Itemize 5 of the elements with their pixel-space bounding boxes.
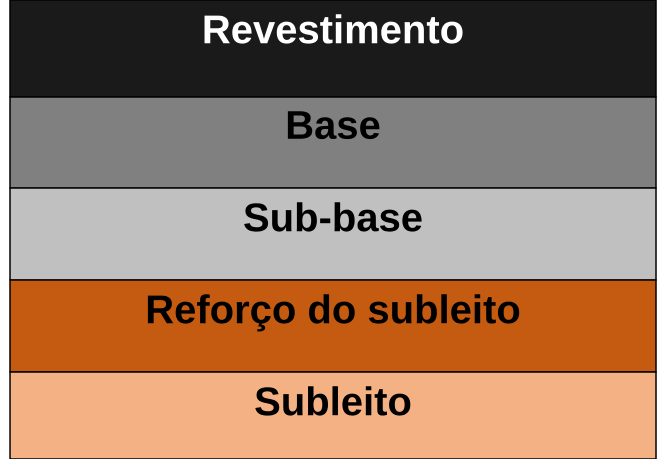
layer-band: Revestimento (9, 0, 657, 98)
layer-band: Base (9, 96, 657, 189)
layer-band: Reforço do subleito (9, 279, 657, 373)
layer-band: Sub-base (9, 187, 657, 281)
layer-band: Subleito (9, 371, 657, 459)
